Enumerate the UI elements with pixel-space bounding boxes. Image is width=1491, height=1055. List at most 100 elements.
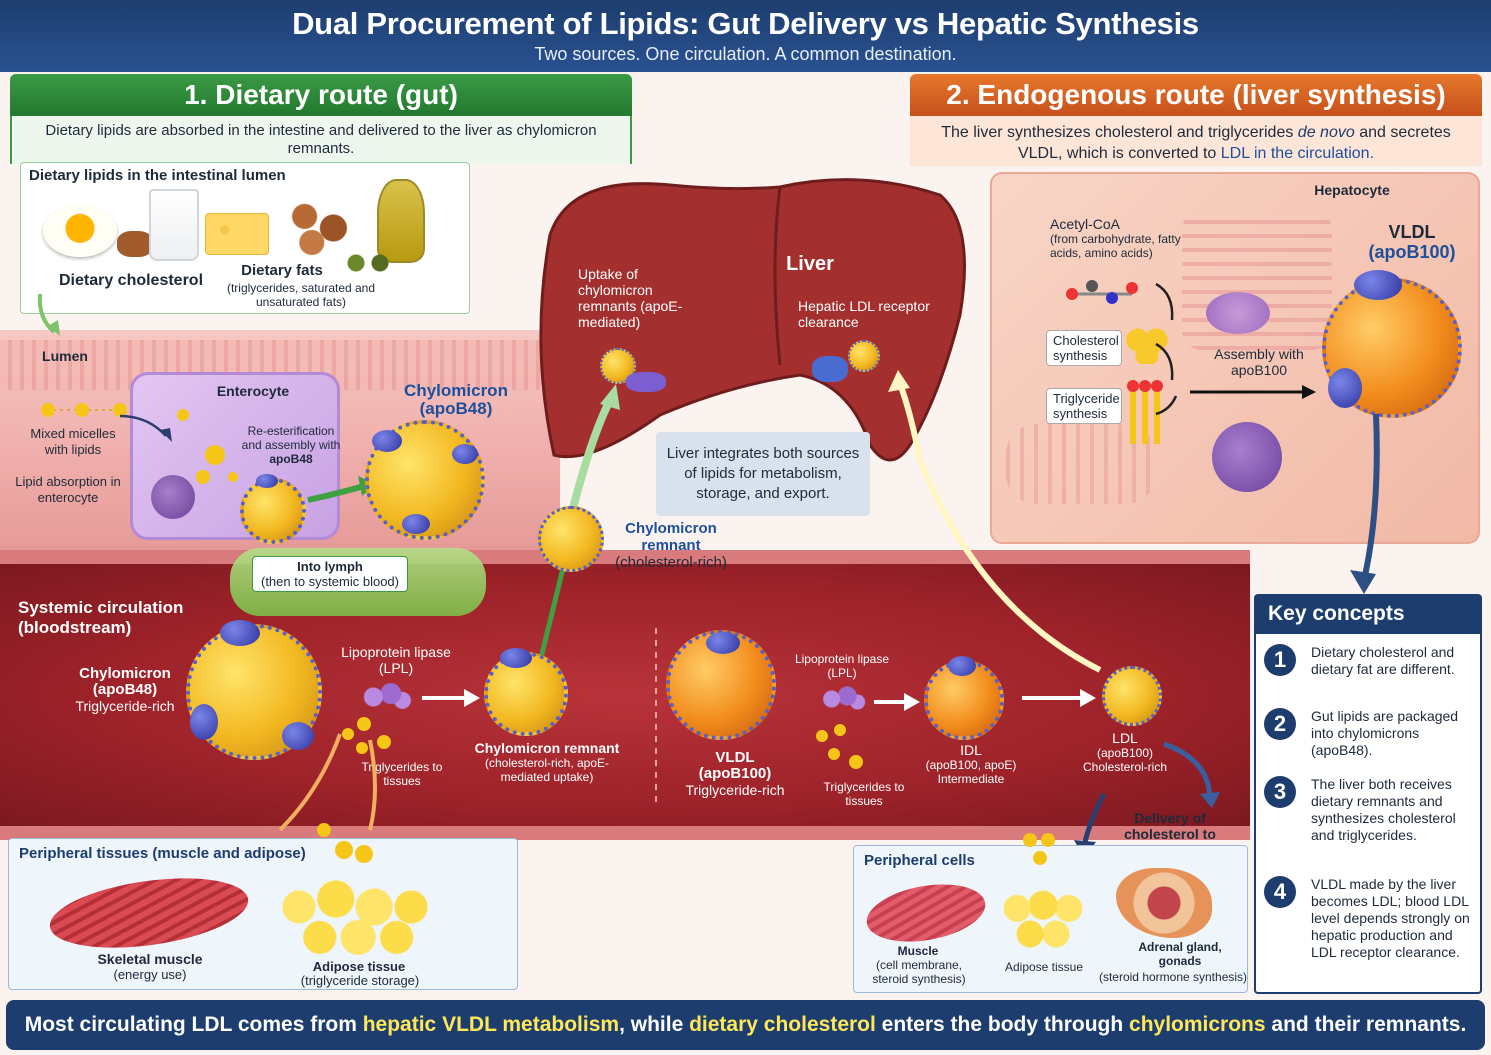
circ-remnant-particle [484, 652, 568, 736]
chol-synth-box: Cholesterol synthesis [1046, 330, 1122, 366]
micelle-arrow [119, 414, 172, 442]
egg-icon [43, 205, 117, 257]
footer-c: , while [619, 1013, 684, 1036]
tg-tissues-2: Triglycerides to tissues [823, 780, 905, 808]
hepatocyte-nucleus [1212, 422, 1282, 492]
footer-banner: Most circulating LDL comes from hepatic … [6, 1000, 1485, 1050]
muscle-cell-label: Muscle [897, 944, 939, 958]
apob100-icon-b [1328, 368, 1362, 408]
page-header: Dual Procurement of Lipids: Gut Delivery… [0, 0, 1491, 72]
apob48-icon [256, 474, 278, 488]
tg-droplets-periph1 [317, 823, 373, 863]
footer-f: chylomicrons [1129, 1013, 1266, 1036]
route2-desc-em: de novo [1297, 124, 1355, 141]
reester-label: Re-esterification and assembly with apoB… [236, 424, 346, 466]
vldl-to-blood-arrow [1350, 413, 1380, 594]
diet-box-title: Dietary lipids in the intestinal lumen [29, 167, 286, 184]
adrenal-label: Adrenal gland, gonads [1138, 940, 1222, 968]
nascent-chylomicron [240, 478, 306, 544]
adipose-cell-icon [1000, 886, 1086, 950]
circ-chylo-apo: (apoB48) [92, 681, 158, 698]
chylomicron-label: Chylomicron (apoB48) [386, 382, 526, 418]
lpl1-arrow [422, 689, 480, 707]
circ-ldl-apo: (apoB100) [1096, 746, 1154, 760]
diet-down-arrow [37, 293, 60, 336]
assembly-arrow [1190, 385, 1316, 399]
ldl-to-liver-arrow [888, 370, 1102, 673]
acetyl-name: Acetyl-CoA [1050, 216, 1121, 232]
chol-droplets-periph2 [1023, 833, 1055, 865]
circ-apob48-c [282, 722, 314, 750]
route1-title: 1. Dietary route (gut) [10, 74, 632, 116]
adrenal-gland-icon [1116, 868, 1212, 938]
tg-synth-box: Triglyceride synthesis [1046, 388, 1122, 424]
organelle-oval [1206, 292, 1270, 334]
into-lymph-label: Into lymph [297, 559, 363, 574]
circulation-title: Systemic circulation (bloodstream) [18, 598, 184, 637]
skeletal-muscle-icon [45, 867, 253, 959]
ldl-at-liver [848, 340, 880, 372]
reester-text: Re-esterification and assembly with [241, 424, 341, 452]
adrenal-sub: (steroid hormone synthesis) [1098, 970, 1248, 984]
dietary-lipids-box: Dietary lipids in the intestinal lumen D… [20, 162, 470, 314]
acetyl-sub: (from carbohydrate, fatty acids, amino a… [1050, 232, 1181, 260]
vldl-apo: (apoB100) [1368, 242, 1456, 262]
ldl-receptor-icon [812, 356, 848, 382]
micelles-label: Mixed micelles with lipids [30, 426, 116, 457]
sausage-icon [117, 231, 153, 257]
hepatocyte-cell: Hepatocyte Acetyl-CoA (from carbohydrate… [990, 172, 1480, 544]
lpl2-arrow [874, 693, 920, 711]
circ-idl-apo: (apoB100, apoE) [925, 758, 1017, 772]
circ-ldl-label: LDL (apoB100) Cholesterol-rich [1072, 730, 1178, 774]
apob48-icon-a [372, 430, 402, 452]
peripheral-cells-box: Peripheral cells Muscle (cell membrane, … [853, 845, 1248, 993]
circ-vldl-sub: Triglyceride-rich [685, 782, 785, 798]
circ-remnant-sub: (cholesterol-rich, apoE-mediated uptake) [484, 756, 610, 784]
key-text-3: The liver both receives dietary remnants… [1311, 776, 1456, 843]
skeletal-muscle-sub: (energy use) [113, 967, 187, 982]
key-num-3: 3 [1264, 776, 1296, 808]
key-text-4: VLDL made by the liver becomes LDL; bloo… [1311, 876, 1470, 960]
olives-icon [341, 251, 401, 275]
route2-title: 2. Endogenous route (liver synthesis) [910, 74, 1482, 116]
footer-e: enters the body through [881, 1013, 1124, 1036]
circ-chylo-name: Chylomicron [79, 665, 171, 682]
circ-idl-label: IDL (apoB100, apoE) Intermediate [916, 742, 1026, 786]
vldl-label: VLDL (apoB100) [1352, 222, 1472, 262]
route2-desc-c: LDL in the circulation. [1220, 145, 1375, 162]
adipose-label: Adipose tissue [312, 959, 406, 974]
micelle-dots [41, 403, 148, 417]
lpl2-enzyme-icon [816, 684, 868, 714]
lpl2-label: Lipoprotein lipase (LPL) [794, 652, 890, 680]
remnant-up-label: Chylomicron remnant (cholesterol-rich) [606, 520, 736, 571]
muscle-cell-icon [862, 875, 990, 951]
olive-oil-icon [377, 179, 425, 263]
milk-glass-icon [149, 189, 199, 261]
into-lymph-box: Into lymph (then to systemic blood) [252, 556, 408, 592]
key-text-1: Dietary cholesterol and dietary fat are … [1311, 644, 1455, 677]
apob48-icon-b [452, 444, 478, 464]
footer-a: Most circulating LDL comes from [24, 1013, 357, 1036]
circ-idl-apo [948, 656, 976, 676]
circ-vldl-label: VLDL (apoB100) Triglyceride-rich [680, 750, 790, 799]
key-concepts-title: Key concepts [1256, 596, 1480, 634]
footer-g: and their remnants. [1271, 1013, 1467, 1036]
triglyceride-icon [1127, 380, 1163, 444]
lpl1-label: Lipoprotein lipase (LPL) [341, 644, 451, 676]
cholesterol-hex-icon [1124, 324, 1170, 364]
lipid-droplets [177, 409, 238, 484]
into-lymph-sub: (then to systemic blood) [260, 574, 399, 589]
muscle-cell-sub: (cell membrane, steroid synthesis) [872, 958, 966, 986]
liver-title: Liver [786, 253, 834, 275]
circ-remnant-name: Chylomicron remnant [474, 740, 620, 756]
cheese-icon [205, 213, 269, 255]
dietary-fats-label: Dietary fats [241, 262, 323, 279]
key-text-2: Gut lipids are packaged into chylomicron… [1311, 708, 1459, 758]
footer-b: hepatic VLDL metabolism [362, 1013, 620, 1036]
periph1-title: Peripheral tissues (muscle and adipose) [19, 845, 306, 862]
dietary-cholesterol-label: Dietary cholesterol [58, 272, 204, 289]
reester-apo: apoB48 [269, 452, 313, 466]
nucleus-icon [151, 475, 195, 519]
circ-remnant-apo [500, 648, 532, 668]
tg-drops-1 [342, 717, 391, 754]
